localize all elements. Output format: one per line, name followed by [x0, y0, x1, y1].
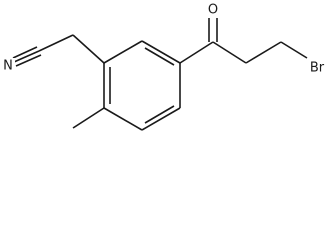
ch2-bond	[72, 34, 105, 64]
beta-carbon-bond	[245, 41, 282, 64]
methyl-bond	[72, 107, 105, 129]
atom-label-oxygen: O	[206, 2, 220, 18]
ring-bond-c3-c4	[141, 107, 181, 131]
triple-bond-line-1	[13, 50, 40, 63]
triple-bond-line-2	[12, 46, 38, 59]
bromine-label: Br	[310, 61, 325, 76]
chemical-structure: N O Br	[1, 2, 329, 131]
ring-bond-c6-c1	[103, 40, 143, 64]
atom-label-bromine: Br	[305, 60, 329, 76]
ring-inner-bond-2	[144, 105, 175, 124]
nitrogen-label: N	[3, 59, 13, 74]
triple-bond-line-3	[15, 54, 42, 67]
ring-bond-c1-c2	[141, 40, 181, 64]
benzene-ring	[103, 40, 181, 131]
oxygen-label: O	[208, 3, 218, 18]
atom-label-nitrogen: N	[1, 58, 15, 74]
ring-inner-bond-1	[144, 47, 175, 66]
alpha-carbon-bond	[212, 41, 247, 64]
cyanomethyl-group	[12, 34, 105, 67]
bromopropanoyl-group	[179, 18, 308, 64]
carbon-bromine-bond	[280, 41, 308, 59]
ring-bond-c4-c5	[103, 107, 143, 131]
ring-carbonyl-bond	[179, 41, 214, 64]
structure-drawing: N O Br	[1, 2, 329, 131]
ch2-nitrile-carbon-bond	[38, 34, 74, 52]
